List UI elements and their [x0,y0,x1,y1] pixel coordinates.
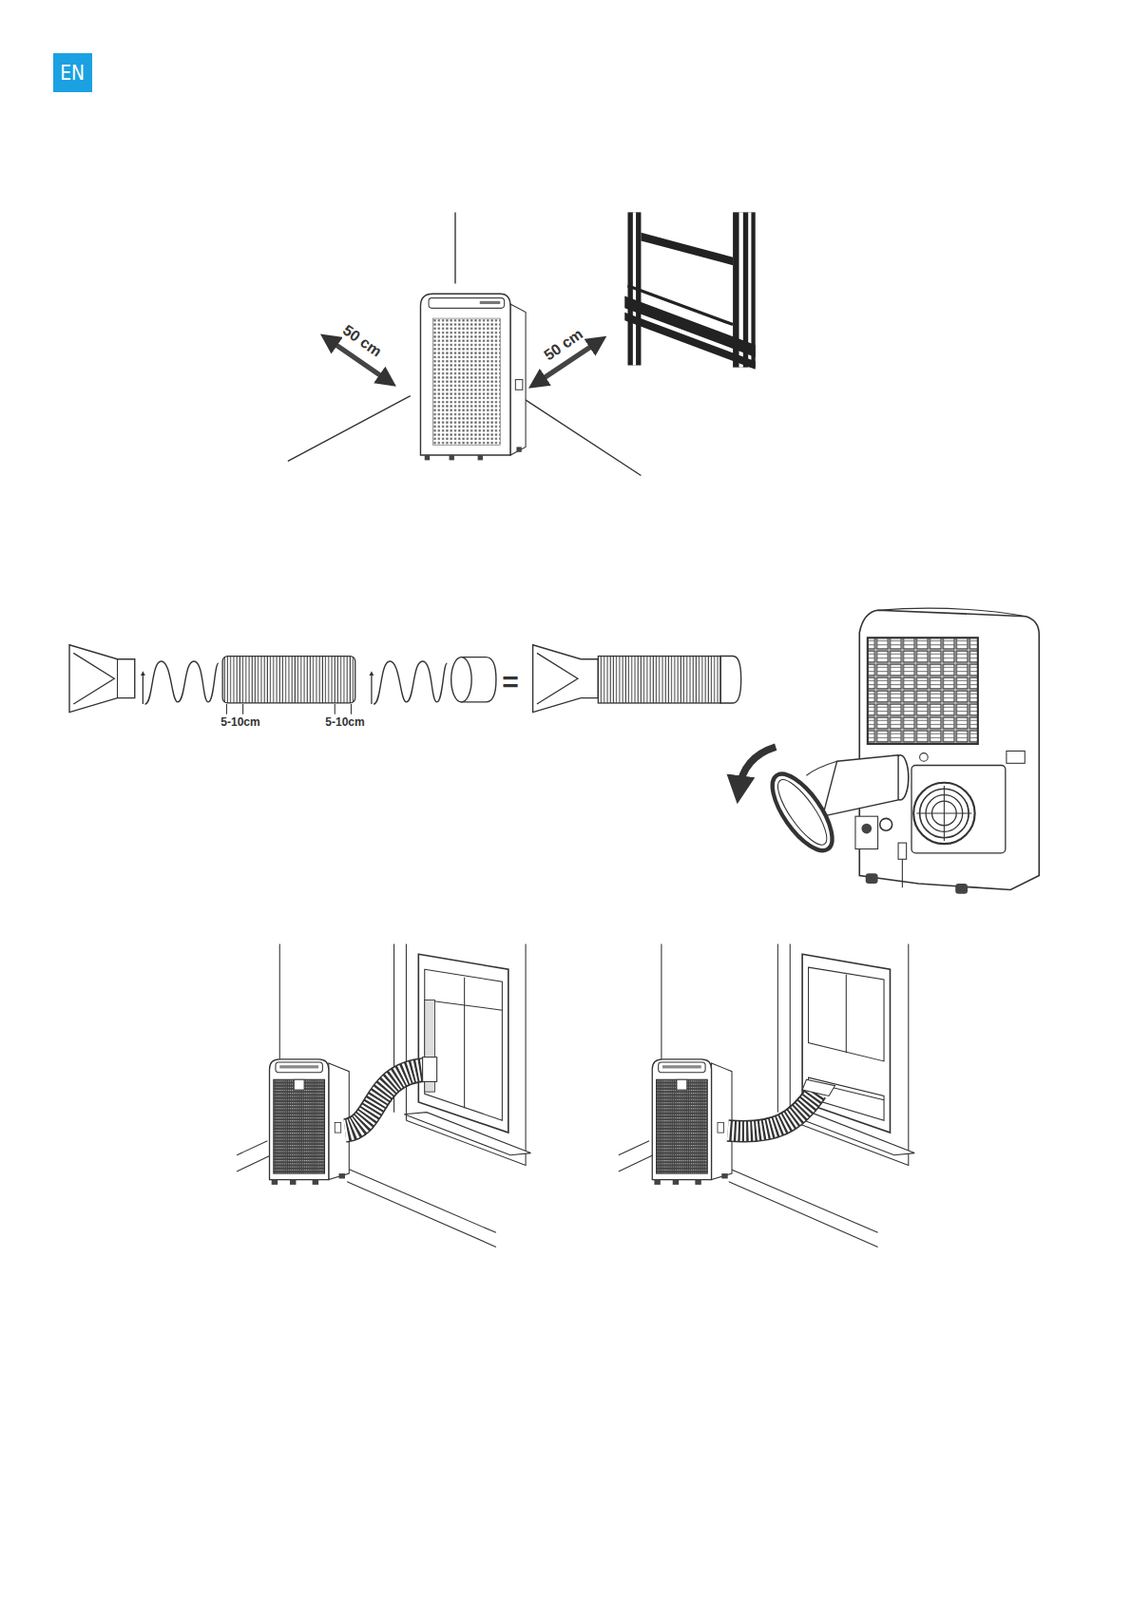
dimension-label: 5-10cm [325,715,365,730]
language-badge: EN [53,53,93,93]
equals-sign: = [501,666,519,699]
dimension-label: 50 cm [540,326,586,365]
badge-text: EN [60,60,86,85]
dimension-label: 5-10cm [220,715,260,730]
